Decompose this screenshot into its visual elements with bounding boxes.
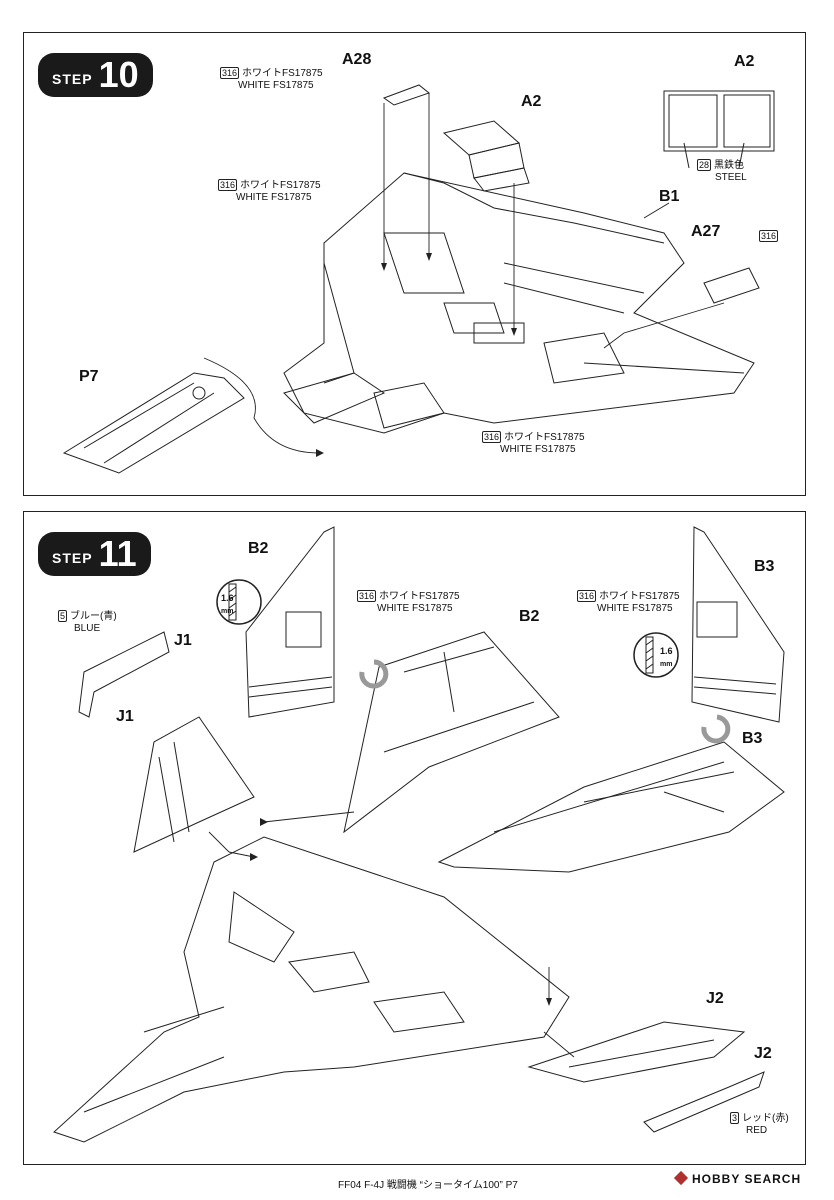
step-word: STEP: [52, 71, 93, 87]
part-label-p7: P7: [79, 368, 99, 385]
paint-jp: ホワイトFS17875: [242, 68, 323, 79]
color-code: 316: [218, 179, 238, 191]
paint-jp: 黒鉄色: [714, 160, 745, 171]
step-number: 10: [98, 54, 139, 95]
color-code: 316: [482, 431, 502, 443]
color-code: 316: [357, 590, 377, 602]
paint-en: BLUE: [74, 623, 101, 634]
rear-well: [373, 991, 465, 1033]
j2-part: [527, 1021, 746, 1083]
brand-watermark: HOBBY SEARCH: [673, 1170, 802, 1186]
part-label-j1-detail: J1: [174, 632, 192, 649]
part-label-a28: A28: [342, 51, 372, 68]
a2-inset-box: [663, 90, 775, 152]
paint-jp: ホワイトFS17875: [240, 180, 321, 191]
b2-inset-part: [245, 526, 335, 718]
part-label-b2-inset: B2: [248, 540, 269, 557]
color-code: 28: [697, 159, 712, 171]
color-code: 316: [577, 590, 597, 602]
paint-en: WHITE FS17875: [597, 603, 673, 614]
a2-block-top: [442, 120, 521, 156]
color-code: 3: [730, 1112, 740, 1124]
part-label-a27: A27: [691, 223, 721, 240]
a27-part: [703, 267, 760, 304]
paint-jp: ホワイトFS17875: [504, 432, 585, 443]
paint-jp: ホワイトFS17875: [379, 591, 460, 602]
j1-detail: [78, 631, 170, 718]
step-10-badge: STEP 10: [38, 53, 153, 97]
paint-en: WHITE FS17875: [236, 192, 312, 203]
brand-name: HOBBY SEARCH: [692, 1172, 802, 1186]
drill-size-left: 1.6 mm: [221, 592, 234, 618]
j1-part: [133, 716, 255, 853]
paint-jp: ホワイトFS17875: [599, 591, 680, 602]
part-label-a2-inset: A2: [734, 53, 755, 70]
paint-en: WHITE FS17875: [377, 603, 453, 614]
page-footer: FF04 F-4J 戦闘機 “ショータイム100” P7: [338, 1180, 518, 1191]
paint-en: RED: [746, 1125, 768, 1136]
paint-en: WHITE FS17875: [500, 444, 576, 455]
paint-en: STEEL: [715, 172, 747, 183]
a28-part: [382, 84, 431, 106]
j2-detail: [643, 1071, 765, 1133]
rotate-icon: [359, 659, 731, 744]
paint-en: WHITE FS17875: [238, 80, 314, 91]
part-label-j2: J2: [706, 990, 724, 1007]
drill-size: 1.6: [660, 646, 673, 656]
part-label-j1: J1: [116, 708, 134, 725]
step-word: STEP: [52, 550, 93, 566]
hobby-search-logo-icon: [673, 1170, 689, 1186]
color-code: 316: [220, 67, 240, 79]
p7-part: [62, 372, 245, 474]
b3-wing: [437, 741, 785, 873]
drill-unit: mm: [660, 661, 673, 668]
a27-color-code: 316: [759, 230, 781, 243]
color-code: 316: [759, 230, 779, 242]
step-10-diagram: [62, 84, 775, 474]
part-label-b1: B1: [659, 188, 680, 205]
b2-wing: [343, 631, 560, 834]
b3-inset-part: [691, 526, 785, 723]
fuselage-outline: [283, 172, 755, 434]
part-label-b3-inset: B3: [754, 558, 775, 575]
step-11-diagram: [53, 526, 785, 1143]
paint-jp: レッド(赤): [742, 1113, 789, 1124]
step-number: 11: [98, 533, 137, 574]
drill-icon: [216, 579, 679, 678]
step-11-panel: STEP 11 B2 B2 B3 B3 J1 J1 J2 J2 1.6 mm 1…: [23, 511, 806, 1165]
part-label-b2-wing: B2: [519, 608, 540, 625]
paint-jp: ブルー(青): [70, 611, 117, 622]
drill-size-right: 1.6 mm: [660, 645, 673, 671]
drill-unit: mm: [221, 608, 234, 615]
rear-well: [543, 332, 625, 384]
part-label-b3-wing: B3: [742, 730, 763, 747]
cockpit-well: [383, 232, 465, 294]
color-code: 5: [58, 610, 68, 622]
fuselage-outline: [53, 836, 570, 1143]
drill-size: 1.6: [221, 593, 234, 603]
part-label-j2-detail: J2: [754, 1045, 772, 1062]
step-11-badge: STEP 11: [38, 532, 151, 576]
part-label-a2: A2: [521, 93, 542, 110]
cockpit-well: [228, 891, 295, 963]
